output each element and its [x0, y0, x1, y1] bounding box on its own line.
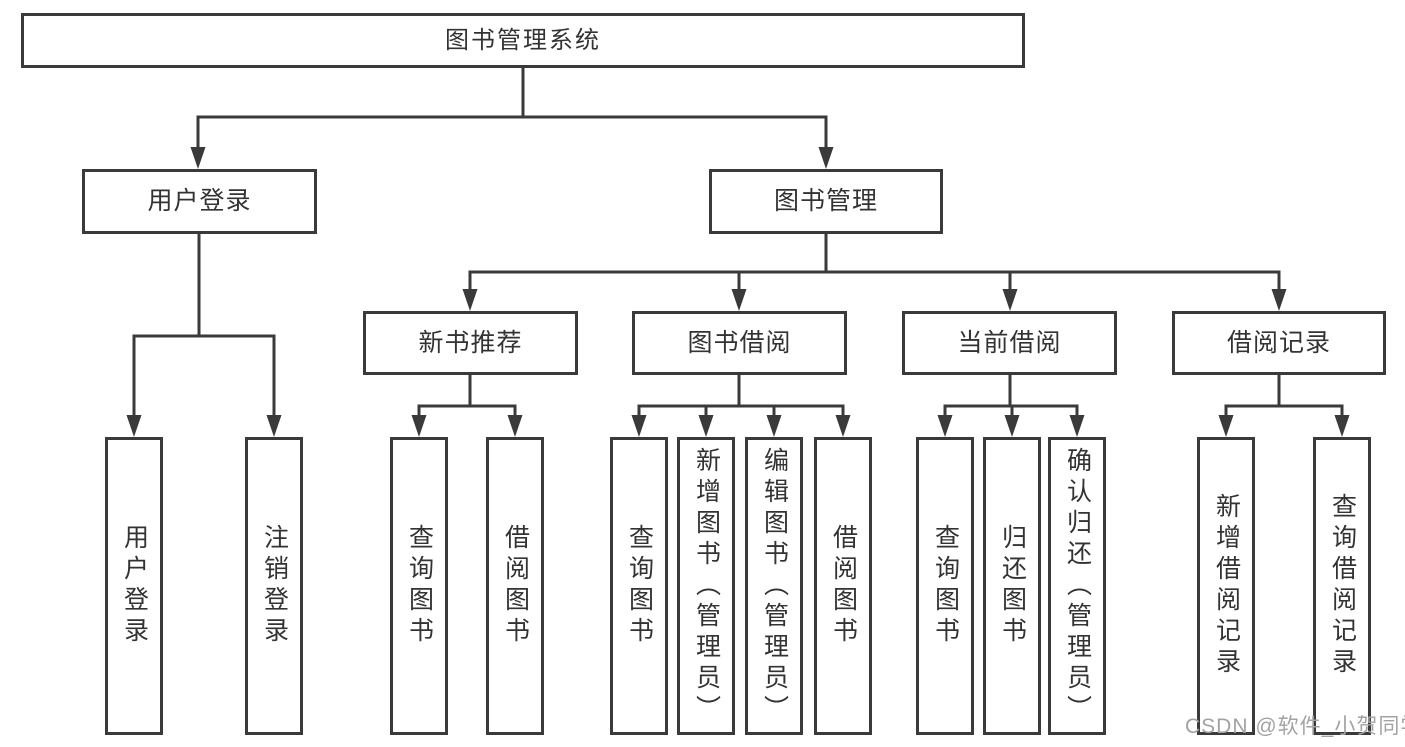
leaf-records-query-borrow-record: 查询借阅记录 — [1313, 437, 1371, 735]
node-label: 图书借阅 — [687, 328, 792, 357]
csdn-watermark: CSDN @软件_小贺同学 — [1185, 715, 1405, 738]
node-user-login-branch: 用户登录 — [82, 169, 317, 234]
node-label: 查询借阅记录 — [1328, 493, 1357, 679]
leaf-recommend-borrow-books: 借阅图书 — [486, 437, 544, 735]
node-new-book-recommendation: 新书推荐 — [363, 311, 578, 375]
node-label: 新书推荐 — [418, 328, 523, 357]
node-label: 查询图书 — [931, 524, 960, 648]
node-book-borrowing: 图书借阅 — [632, 311, 847, 375]
node-label: 归还图书 — [998, 524, 1027, 648]
leaf-recommend-query-books: 查询图书 — [390, 437, 448, 735]
node-label: 新增图书（管理员） — [692, 446, 721, 726]
leaf-current-query-books: 查询图书 — [916, 437, 974, 735]
leaf-borrow-query-books: 查询图书 — [610, 437, 668, 735]
node-label: 图书管理 — [773, 187, 878, 215]
node-label: 借阅记录 — [1226, 328, 1331, 357]
node-label: 查询图书 — [405, 524, 434, 648]
leaf-logout: 注销登录 — [245, 437, 303, 735]
node-borrowing-records: 借阅记录 — [1172, 311, 1386, 375]
node-label: 当前借阅 — [957, 328, 1062, 357]
arrowheads — [126, 147, 1350, 437]
leaf-borrow-borrow-books: 借阅图书 — [814, 437, 872, 735]
node-label: 用户登录 — [147, 187, 252, 215]
node-label: 查询图书 — [625, 524, 654, 648]
node-label: 图书管理系统 — [445, 26, 601, 54]
node-label: 注销登录 — [260, 524, 289, 648]
node-label: 确认归还（管理员） — [1063, 446, 1092, 726]
leaf-current-confirm-return-admin: 确认归还（管理员） — [1048, 437, 1106, 735]
node-label: 新增借阅记录 — [1212, 493, 1241, 679]
leaf-records-add-borrow-record: 新增借阅记录 — [1197, 437, 1255, 735]
node-label: 用户登录 — [120, 524, 149, 648]
node-label: 借阅图书 — [829, 524, 858, 648]
node-book-management: 图书管理 — [709, 169, 943, 234]
node-library-management-system: 图书管理系统 — [21, 13, 1025, 68]
leaf-borrow-edit-books-admin: 编辑图书（管理员） — [745, 437, 803, 735]
leaf-current-return-books: 归还图书 — [983, 437, 1041, 735]
leaf-user-login: 用户登录 — [105, 437, 163, 735]
node-label: 借阅图书 — [501, 524, 530, 648]
node-current-borrowing: 当前借阅 — [902, 311, 1117, 375]
node-label: 编辑图书（管理员） — [760, 446, 789, 726]
leaf-borrow-add-books-admin: 新增图书（管理员） — [677, 437, 735, 735]
